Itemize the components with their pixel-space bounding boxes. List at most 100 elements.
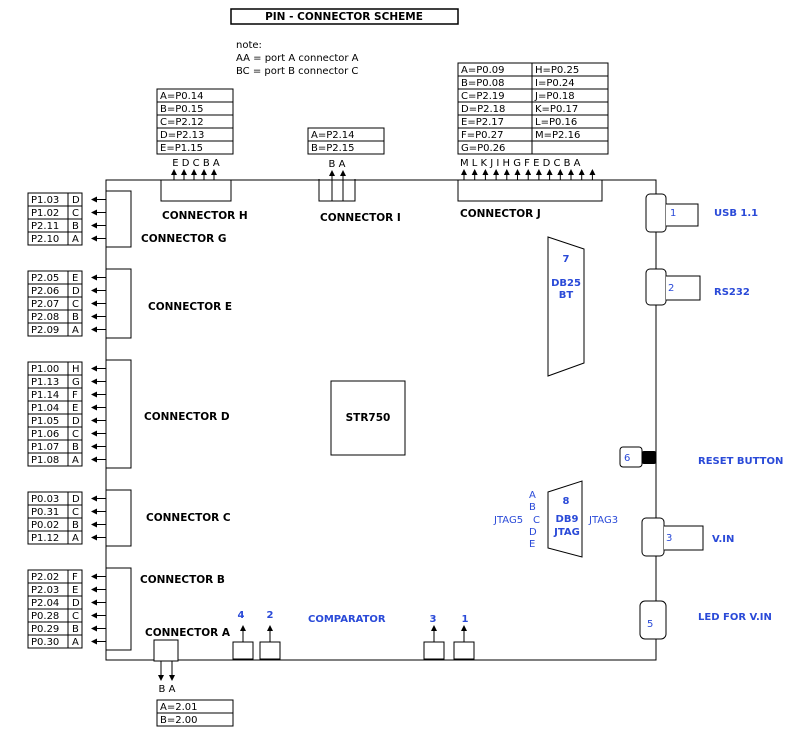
db9-pin-letter: C [533,515,540,526]
pin-name: P0.31 [31,507,59,518]
title-box [230,8,459,25]
pin-name: P2.03 [31,585,59,596]
pin-name: P1.12 [31,533,59,544]
pin-name: P1.14 [31,390,59,401]
pin-name: P0.28 [31,611,59,622]
conn-j-pin: E=P2.17 [461,117,504,128]
connector-label: CONNECTOR G [141,233,227,245]
pin-name: P1.06 [31,429,59,440]
connector-j-pin-table: A=P0.09 B=P0.08 C=P2.19 D=P2.18 E=P2.17 … [457,62,609,155]
conn-j-letters: M L K J I H G F E D C B A [460,158,581,169]
conn-a-pin: A=2.01 [160,702,198,713]
db9-sub: JTAG [553,527,580,538]
pin-table [27,270,83,337]
conn-h-pin: C=P2.12 [160,117,204,128]
pin-letter: E [72,273,78,284]
pin-name: P0.03 [31,494,59,505]
conn-j-pin: J=P0.18 [534,91,575,102]
pin-name: P1.07 [31,442,59,453]
connector-h-header [160,179,232,202]
usb-port: 1 [645,193,699,233]
connector-a-pin-table: A=2.01 B=2.00 [156,699,234,727]
pin-letter: C [72,299,79,310]
conn-h-letters: E D C B A [172,158,220,169]
pin-letter: A [72,234,79,245]
chip-label: STR750 [346,412,391,424]
pin-name: P0.29 [31,624,59,635]
conn-j-pin: A=P0.09 [461,65,505,76]
db25-name: DB25 [551,278,581,289]
conn-j-pin: F=P0.27 [461,130,503,141]
pin-name: P2.10 [31,234,59,245]
connector-a-header [153,639,179,662]
pin-letter: G [72,377,80,388]
vin-number: 3 [666,533,672,544]
reset-number: 6 [624,453,630,464]
vin-label: V.IN [712,534,734,545]
pin-name: P1.05 [31,416,59,427]
str750-chip [330,380,406,456]
db9-pin-letter: E [529,539,535,550]
conn-i-letters: B A [329,159,346,170]
pin-letter: A [72,637,79,648]
pin-name: P2.08 [31,312,59,323]
connector-j-header [457,179,603,202]
conn-i-pin: A=P2.14 [311,130,355,141]
page-title: PIN - CONNECTOR SCHEME [265,11,423,23]
comparator-num: 3 [430,614,437,625]
pin-letter: C [72,429,79,440]
pin-name: P2.09 [31,325,59,336]
vin-led: 5 [639,600,667,640]
reset-button: 6 [619,446,656,468]
comparator-num: 4 [238,610,245,621]
conn-j-pin: D=P2.18 [461,104,505,115]
pin-name: P2.05 [31,273,59,284]
connector-header [106,489,132,547]
rs232-port: 2 [645,268,701,306]
conn-a-letters: B A [159,684,176,695]
db9-name: DB9 [556,514,579,525]
led-number: 5 [647,619,653,630]
pin-letter: B [72,520,79,531]
pin-letter: E [72,585,78,596]
connector-i-pin-table: A=P2.14 B=P2.15 [307,127,385,155]
connector-i-label: CONNECTOR I [320,212,401,224]
pin-letter: C [72,208,79,219]
connector-header [106,359,132,469]
note-line-2: BC = port B connector C [236,66,358,77]
pin-name: P1.02 [31,208,59,219]
pin-letter: D [72,286,80,297]
connector-header [106,567,132,651]
connector-label: CONNECTOR B [140,574,225,586]
pin-letter: D [72,416,80,427]
rs232-number: 2 [668,283,674,294]
pin-letter: A [72,533,79,544]
conn-j-pin: H=P0.25 [535,65,579,76]
db9-left-label: JTAG5 [493,515,523,526]
note-heading: note: [236,40,262,51]
connector-h-label: CONNECTOR H [162,210,248,222]
pin-letter: D [72,494,80,505]
pin-letter: D [72,195,80,206]
conn-h-pin: E=P1.15 [160,143,203,154]
conn-j-pin: C=P2.19 [461,91,505,102]
comparator-num: 1 [462,614,469,625]
pin-letter: D [72,598,80,609]
db25-number: 7 [563,254,570,265]
pin-name: P2.07 [31,299,59,310]
db9-right-label: JTAG3 [588,515,618,526]
pin-name: P2.11 [31,221,59,232]
conn-h-pin: D=P2.13 [160,130,204,141]
db25-sub: BT [559,290,574,301]
reset-label: RESET BUTTON [698,456,783,467]
db9-pin-letter: A [529,490,536,501]
pin-letter: B [72,442,79,453]
conn-i-pin: B=P2.15 [311,143,355,154]
db9-pin-letter: B [529,502,536,513]
pin-name: P2.04 [31,598,59,609]
